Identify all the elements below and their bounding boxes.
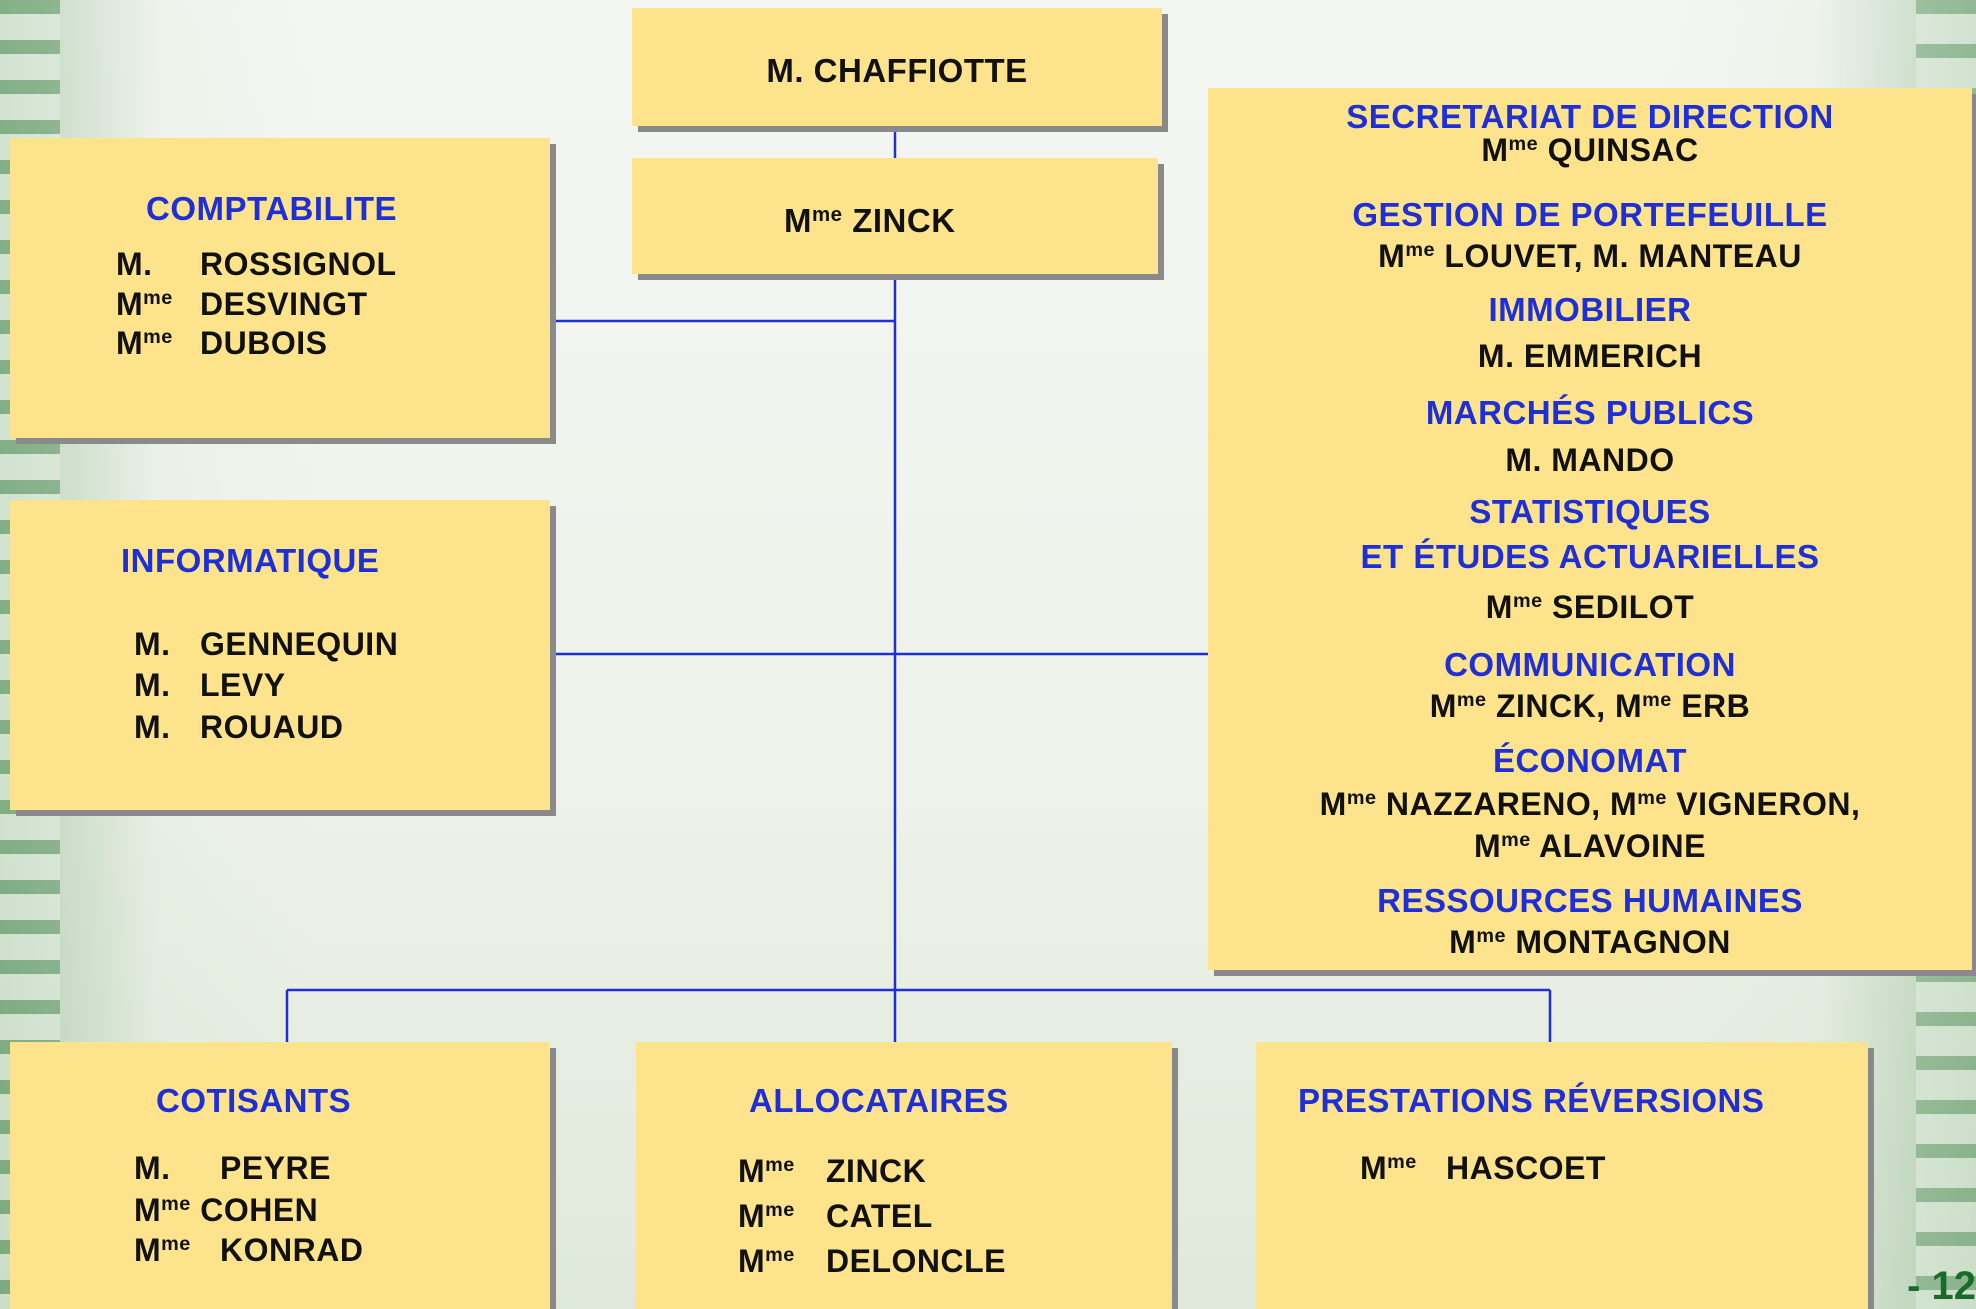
member-row: Mme [738,1198,795,1234]
allocataires-title: ALLOCATAIRES [749,1082,1009,1119]
member-row: Mme COHEN [134,1192,319,1228]
cotisants-title: COTISANTS [156,1082,352,1119]
service-title: GESTION DE PORTEFEUILLE [1352,196,1828,233]
box-deputy: Mme ZINCK [632,158,1158,274]
member-name: DESVINGT [200,286,368,322]
prestations-title: PRESTATIONS RÉVERSIONS [1298,1082,1765,1119]
member-name: ROUAUD [200,709,344,745]
member-row: Mme [116,325,173,361]
service-member-line: Mme MONTAGNON [1449,924,1731,960]
member-name: ROSSIGNOL [200,246,397,282]
box-comptabilite: COMPTABILITE M. ROSSIGNOL Mme DESVINGT M… [10,138,550,438]
director-name: M. CHAFFIOTTE [766,52,1028,89]
service-member-line: M. MANDO [1505,442,1675,478]
service-member-line: Mme NAZZARENO, Mme VIGNERON, [1319,786,1861,822]
service-title: COMMUNICATION [1444,646,1736,683]
member-name: LEVY [200,667,286,703]
service-member-line: Mme LOUVET, M. MANTEAU [1378,238,1802,274]
service-title: ET ÉTUDES ACTUARIELLES [1360,538,1820,575]
member-row: M. [116,246,153,282]
box-director: M. CHAFFIOTTE [632,8,1162,126]
member-name: PEYRE [220,1150,331,1186]
member-row: Mme [1360,1150,1417,1186]
service-member-line: Mme ALAVOINE [1474,828,1706,864]
box-allocataires: ALLOCATAIRES Mme ZINCK Mme CATEL Mme DEL… [636,1042,1172,1309]
box-prestations: PRESTATIONS RÉVERSIONS Mme HASCOET [1256,1042,1868,1309]
service-title: ÉCONOMAT [1492,742,1688,779]
service-member-line: Mme QUINSAC [1481,132,1699,168]
service-title: RESSOURCES HUMAINES [1377,882,1803,919]
service-member-line: Mme SEDILOT [1485,589,1695,625]
member-row: Mme [116,286,173,322]
member-row: Mme [738,1153,795,1189]
comptabilite-title: COMPTABILITE [146,190,398,227]
member-prefix: M. [134,667,171,703]
member-name: HASCOET [1446,1150,1606,1186]
member-row: Mme [738,1243,795,1279]
member-prefix: M. [134,1150,171,1186]
box-informatique: INFORMATIQUE M. GENNEQUIN M. LEVY M. ROU… [10,500,550,810]
page-number: - 12 [1907,1264,1976,1308]
service-title: IMMOBILIER [1488,291,1692,328]
service-member-line: M. EMMERICH [1477,338,1703,374]
member-name: GENNEQUIN [200,626,399,662]
member-name: CATEL [826,1198,933,1234]
service-title: SECRETARIAT DE DIRECTION [1346,98,1834,135]
member-name: KONRAD [220,1232,364,1268]
deputy-name: Mme ZINCK [784,202,956,239]
service-member-line: Mme ZINCK, Mme ERB [1429,688,1751,724]
member-name: ZINCK [826,1153,927,1189]
box-cotisants: COTISANTS M. PEYRE Mme COHEN Mme KONRAD [10,1042,550,1309]
service-title: STATISTIQUES [1469,493,1711,530]
member-name: DELONCLE [826,1243,1006,1279]
member-prefix: M. [134,626,171,662]
informatique-title: INFORMATIQUE [121,542,380,579]
member-name: DUBOIS [200,325,328,361]
member-prefix: M. [134,709,171,745]
service-title: MARCHÉS PUBLICS [1425,394,1755,431]
member-row: Mme [134,1232,191,1268]
